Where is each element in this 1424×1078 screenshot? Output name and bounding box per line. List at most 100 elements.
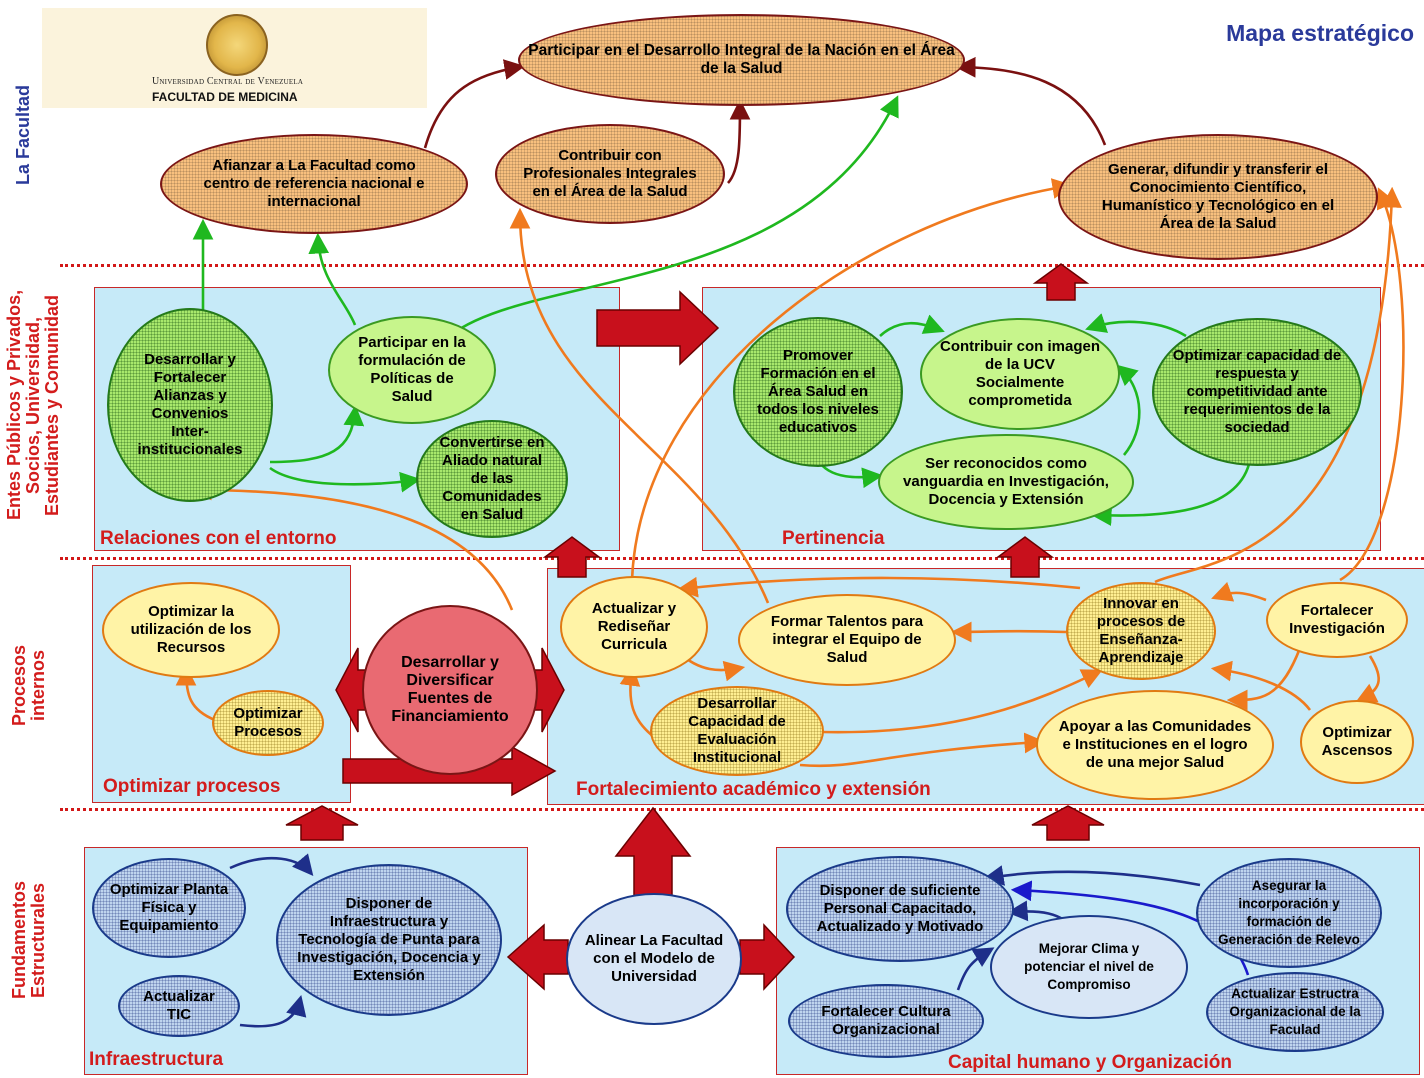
node-actualizar-tic[interactable]: Actualizar TIC — [118, 975, 240, 1037]
node-participar-politicas[interactable]: Participar en la formulación de Política… — [328, 316, 496, 424]
node-optimizar-procesos[interactable]: Optimizar Procesos — [212, 690, 324, 756]
node-apoyar-comunidades[interactable]: Apoyar a las Comunidades e Instituciones… — [1036, 690, 1274, 800]
node-contribuir-imagen[interactable]: Contribuir con imagen de la UCV Socialme… — [920, 318, 1120, 430]
node-label: Convertirse en Aliado natural de las Com… — [439, 434, 545, 523]
link-orange — [821, 669, 1103, 734]
node-label: Disponer de Infraestructura y Tecnología… — [297, 895, 481, 984]
node-desarrollar-alianzas[interactable]: Desarrollar y Fortalecer Alianzas y Conv… — [107, 308, 273, 502]
university-seal-icon — [206, 14, 268, 76]
node-label: Ser reconocidos como vanguardia en Inves… — [903, 455, 1109, 508]
link-green — [444, 95, 899, 341]
node-disponer-infraestructura[interactable]: Disponer de Infraestructura y Tecnología… — [276, 864, 502, 1016]
node-promover-formacion[interactable]: Promover Formación en el Área Salud en t… — [733, 317, 903, 467]
node-label: Fortalecer Investigación — [1289, 602, 1385, 637]
node-label: Optimizar capacidad de respuesta y compe… — [1172, 347, 1342, 436]
node-label: Actualizar Estructra Organizacional de l… — [1229, 986, 1361, 1037]
node-convertirse-aliado[interactable]: Convertirse en Aliado natural de las Com… — [416, 420, 568, 538]
link-green — [269, 404, 365, 464]
block-arrow-left — [506, 923, 569, 991]
link-orange — [1154, 186, 1402, 584]
node-label: Formar Talentos para integrar el Equipo … — [770, 613, 924, 666]
node-afianzar[interactable]: Afianzar a La Facultad como centro de re… — [160, 134, 468, 234]
page-title: Mapa estratégico — [1226, 20, 1414, 46]
block-arrow-up — [1032, 263, 1090, 301]
node-label: Optimizar Ascensos — [1321, 724, 1393, 759]
node-label: Alinear La Facultad con el Modelo de Uni… — [584, 932, 724, 985]
link-navy — [982, 865, 1201, 887]
university-name: Universidad Central de Venezuela — [152, 76, 304, 87]
block-arrow-up — [285, 805, 359, 841]
node-label: Optimizar Procesos — [233, 705, 303, 740]
node-optimizar-recursos[interactable]: Optimizar la utilización de los Recursos — [102, 582, 280, 678]
link-orange — [1339, 187, 1405, 582]
block-arrow-up — [542, 536, 602, 578]
link-orange — [676, 576, 1081, 598]
node-label: Fortalecer Cultura Organizacional — [821, 1003, 951, 1038]
node-disponer-personal[interactable]: Disponer de suficiente Personal Capacita… — [786, 856, 1014, 962]
node-fuentes-financiamiento[interactable]: Desarrollar y Diversificar Fuentes de Fi… — [362, 605, 538, 775]
node-label: Mejorar Clima y potenciar el nivel de Co… — [1024, 941, 1154, 992]
node-innovar-procesos[interactable]: Innovar en procesos de Enseñanza-Aprendi… — [1066, 582, 1216, 680]
node-participar-desarrollo[interactable]: Participar en el Desarrollo Integral de … — [518, 14, 965, 106]
faculty-name: FACULTAD DE MEDICINA — [152, 90, 298, 104]
separator-line — [60, 557, 1424, 560]
node-label: Optimizar la utilización de los Recursos — [130, 603, 252, 656]
link-orange — [799, 732, 1046, 768]
block-arrow-right — [739, 923, 796, 991]
link-orange — [1226, 647, 1302, 711]
node-label: Innovar en procesos de Enseñanza-Aprendi… — [1096, 595, 1186, 666]
separator-line — [60, 264, 1424, 267]
node-actualizar-estructura[interactable]: Actualizar Estructra Organizacional de l… — [1206, 972, 1384, 1052]
link-orange — [1211, 581, 1267, 602]
link-orange — [190, 479, 514, 611]
panel-label-capital: Capital humano y Organización — [948, 1052, 1232, 1073]
node-label: Desarrollar y Fortalecer Alianzas y Conv… — [137, 351, 243, 458]
separator-line — [60, 808, 1424, 811]
node-label: Afianzar a La Facultad como centro de re… — [203, 157, 425, 210]
node-label: Optimizar Planta Física y Equipamiento — [109, 881, 229, 934]
node-asegurar-relevo[interactable]: Asegurar la incorporación y formación de… — [1196, 858, 1382, 968]
link-orange — [1210, 660, 1312, 711]
node-label: Generar, difundir y transferir el Conoci… — [1101, 161, 1335, 232]
node-optimizar-capacidad[interactable]: Optimizar capacidad de respuesta y compe… — [1152, 318, 1362, 466]
node-label: Disponer de suficiente Personal Capacita… — [816, 882, 984, 935]
node-label: Promover Formación en el Área Salud en t… — [757, 347, 879, 436]
node-label: Desarrollar y Diversificar Fuentes de Fi… — [391, 654, 509, 725]
link-green — [1085, 313, 1187, 338]
node-label: Asegurar la incorporación y formación de… — [1218, 878, 1360, 947]
node-fortalecer-cultura[interactable]: Fortalecer Cultura Organizacional — [788, 984, 984, 1058]
node-mejorar-clima[interactable]: Mejorar Clima y potenciar el nivel de Co… — [990, 915, 1188, 1019]
node-fortalecer-investigacion[interactable]: Fortalecer Investigación — [1266, 582, 1408, 658]
link-orange — [509, 207, 770, 604]
node-optimizar-planta[interactable]: Optimizar Planta Física y Equipamiento — [92, 858, 246, 958]
panel-label-entorno: Relaciones con el entorno — [100, 528, 337, 549]
node-label: Contribuir con imagen de la UCV Socialme… — [940, 338, 1101, 409]
node-desarrollar-evaluacion[interactable]: Desarrollar Capacidad de Evaluación Inst… — [650, 686, 824, 776]
node-generar-conocimiento[interactable]: Generar, difundir y transferir el Conoci… — [1058, 134, 1378, 260]
node-optimizar-ascensos[interactable]: Optimizar Ascensos — [1300, 700, 1414, 784]
link-darkred — [954, 56, 1107, 146]
panel-label-optimizar: Optimizar procesos — [103, 776, 281, 797]
node-label: Contribuir con Profesionales Integrales … — [523, 147, 697, 200]
link-darkred — [423, 59, 526, 149]
node-ser-reconocidos[interactable]: Ser reconocidos como vanguardia en Inves… — [878, 434, 1134, 530]
link-green — [1116, 364, 1141, 456]
block-arrow-right — [596, 290, 720, 366]
link-orange — [1355, 655, 1380, 703]
node-label: Actualizar TIC — [143, 988, 215, 1023]
link-green — [308, 232, 357, 326]
node-contribuir-profesionales[interactable]: Contribuir con Profesionales Integrales … — [495, 124, 725, 224]
node-label: Desarrollar Capacidad de Evaluación Inst… — [688, 695, 786, 766]
block-arrow-up — [1031, 805, 1105, 841]
node-alinear-facultad[interactable]: Alinear La Facultad con el Modelo de Uni… — [566, 893, 742, 1025]
node-formar-talentos[interactable]: Formar Talentos para integrar el Equipo … — [738, 594, 956, 686]
node-actualizar-curricula[interactable]: Actualizar y Rediseñar Curricula — [560, 576, 708, 678]
node-label: Participar en el Desarrollo Integral de … — [528, 42, 955, 77]
link-darkred — [726, 98, 751, 184]
node-label: Apoyar a las Comunidades e Instituciones… — [1058, 718, 1252, 771]
panel-label-pertinencia: Pertinencia — [782, 528, 885, 549]
link-green — [1090, 459, 1252, 527]
link-green — [269, 466, 422, 493]
panel-label-infraestructura: Infraestructura — [89, 1049, 224, 1070]
